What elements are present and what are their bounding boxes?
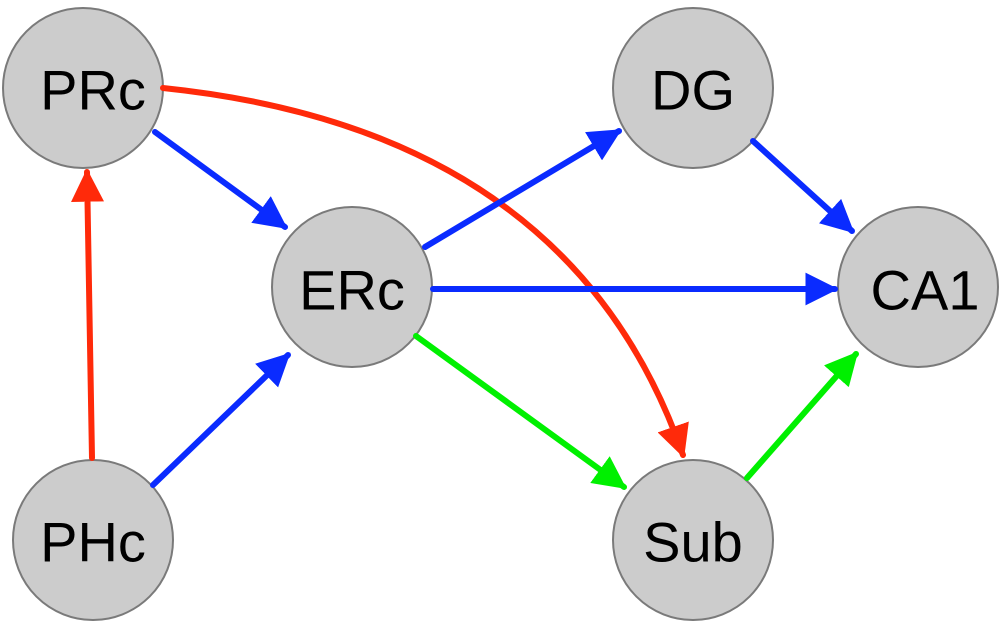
edge-dg-to-ca1: [750, 138, 855, 234]
node-erc: ERc: [271, 206, 433, 368]
node-sub: Sub: [612, 459, 774, 621]
node-phc-label: PHc: [40, 511, 146, 574]
edge-prc-to-erc: [152, 129, 288, 230]
edge-phc-to-erc: [150, 352, 291, 488]
node-ca1: CA1: [837, 206, 999, 368]
node-erc-label: ERc: [299, 259, 405, 322]
edge-phc-to-prc: [71, 168, 105, 461]
edge-sub-to-ca1: [744, 351, 859, 481]
node-ca1-label: CA1: [871, 259, 980, 322]
node-sub-label: Sub: [643, 511, 743, 574]
node-dg: DG: [612, 7, 774, 169]
node-prc-label: PRc: [40, 59, 146, 122]
node-dg-label: DG: [651, 59, 735, 122]
edge-erc-to-sub: [413, 333, 627, 490]
edge-erc-to-dg: [422, 128, 622, 250]
node-prc: PRc: [2, 7, 164, 169]
node-phc: PHc: [12, 459, 174, 621]
